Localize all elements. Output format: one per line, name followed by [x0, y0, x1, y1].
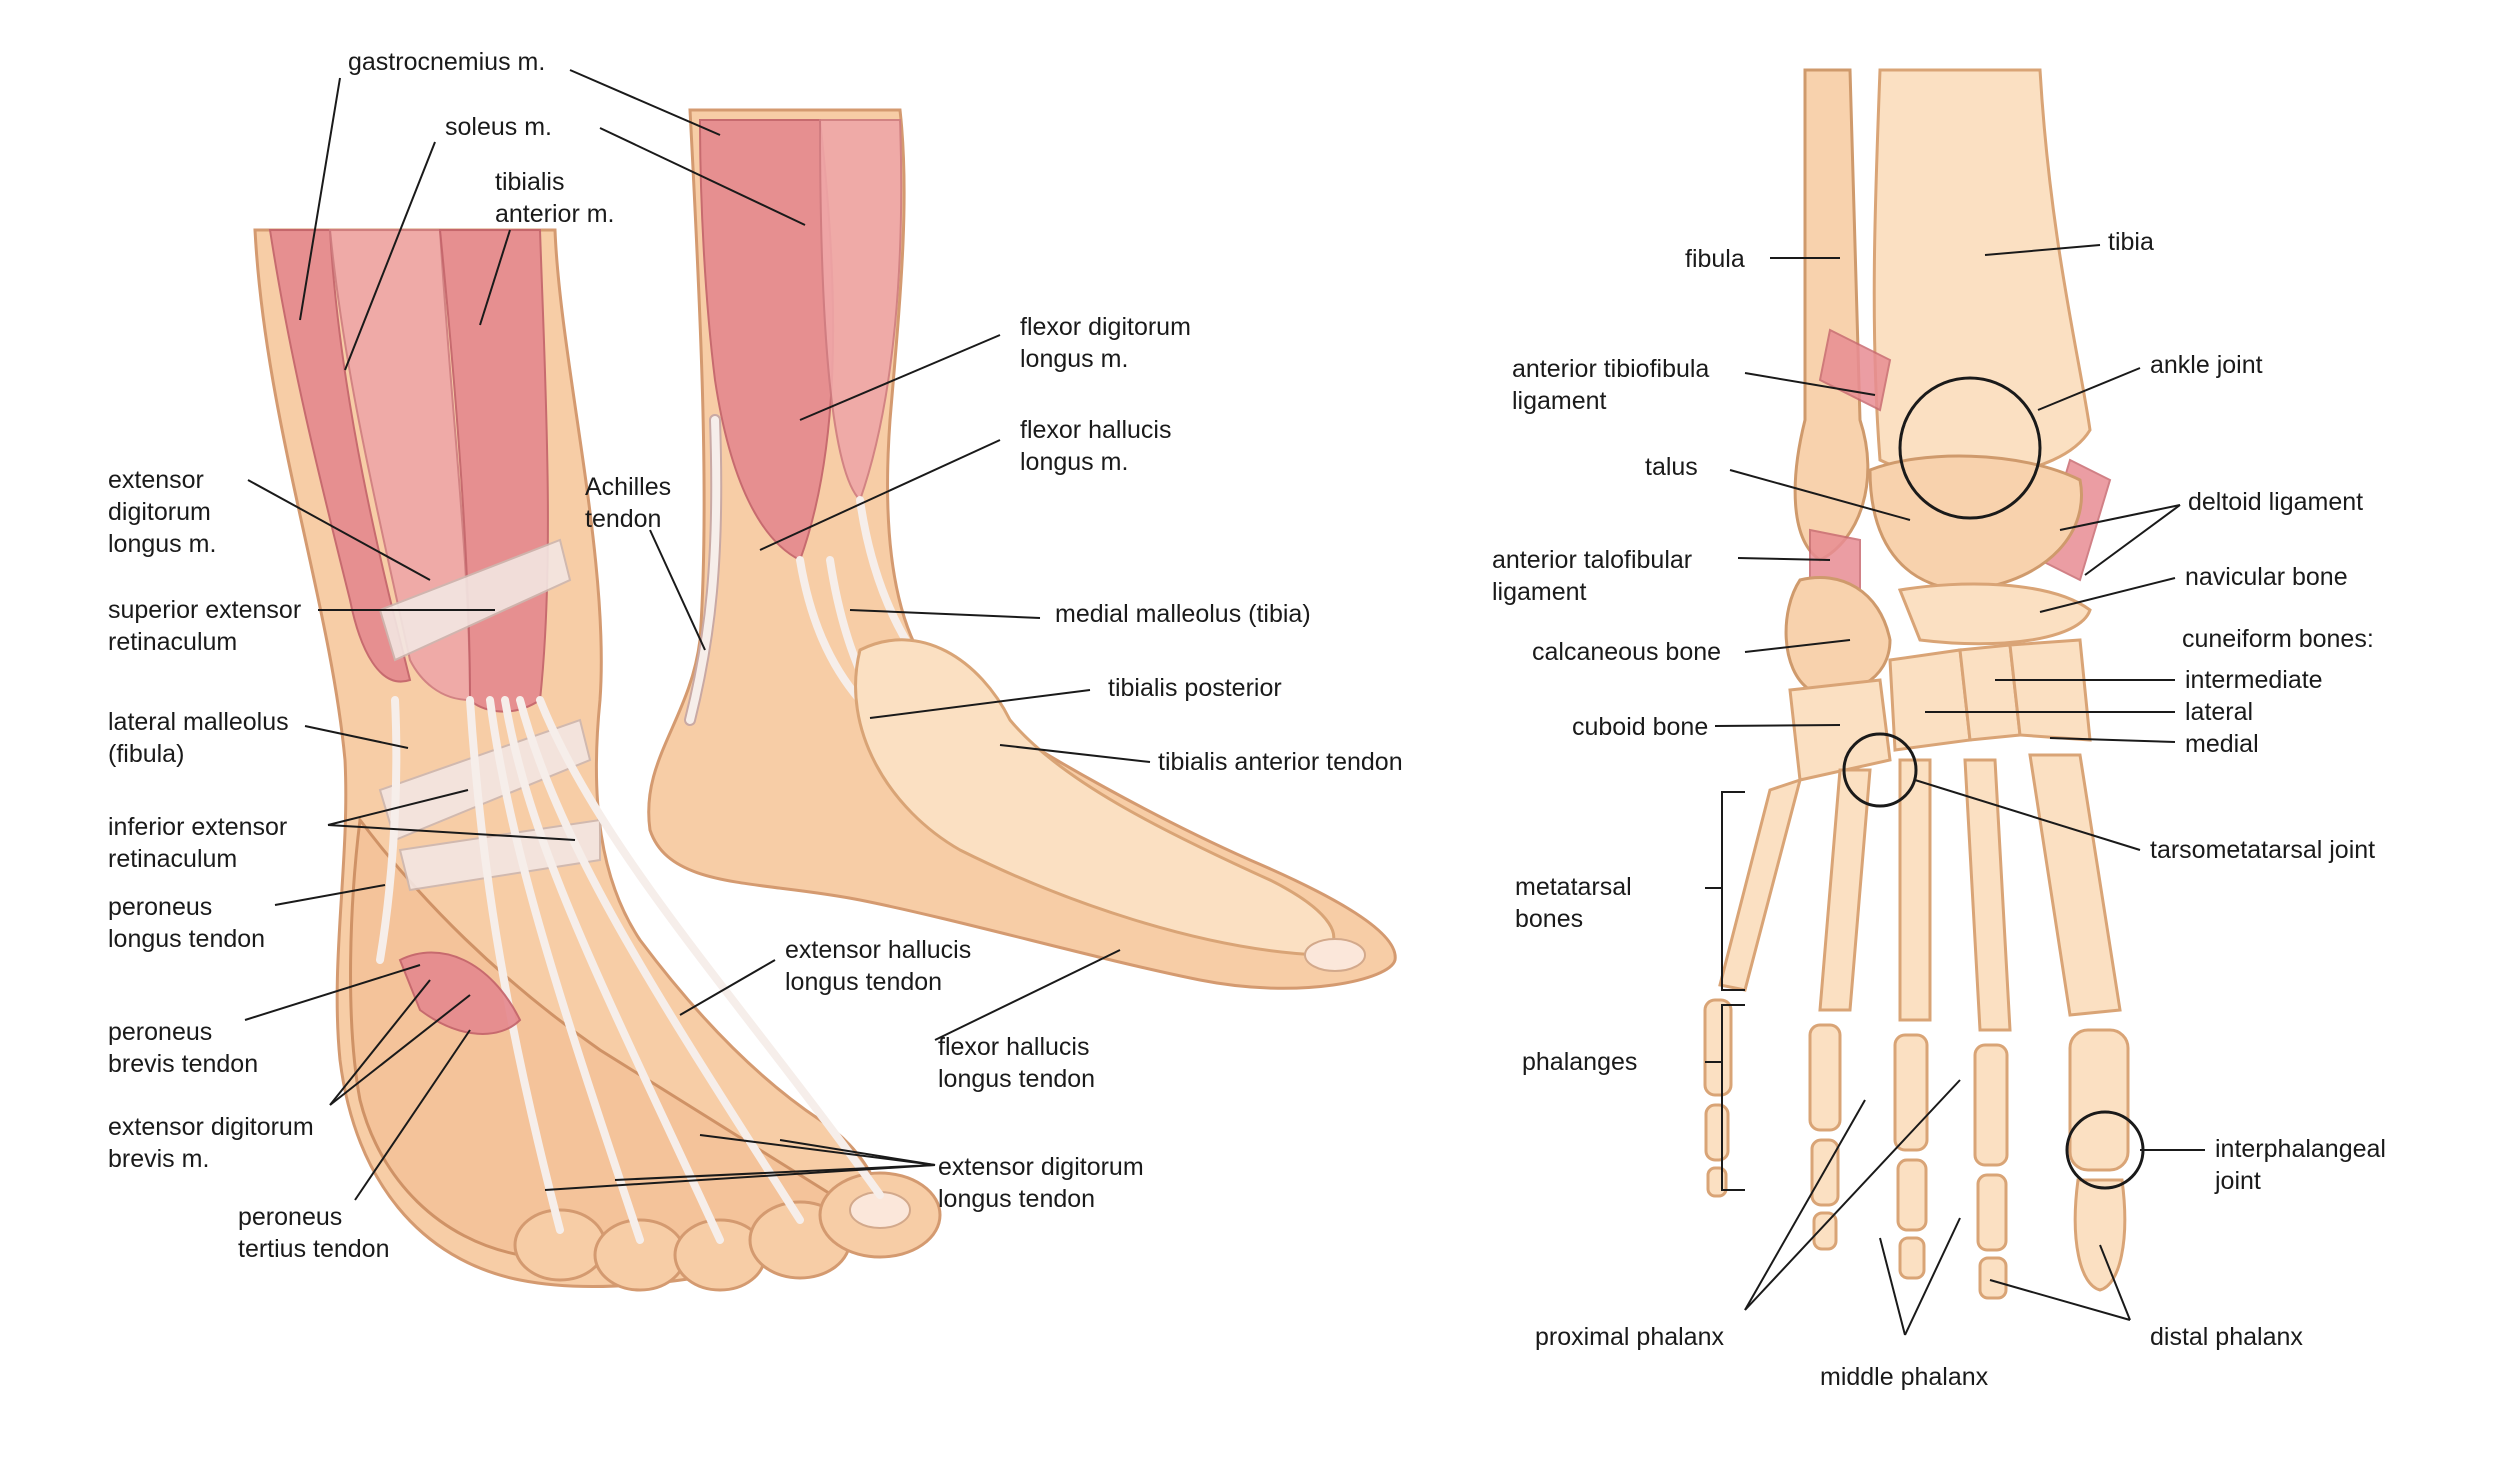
label-lateral: lateral: [2185, 698, 2253, 726]
superior-extensor-retinaculum-band: [378, 538, 572, 662]
label-tibia: tibia: [2108, 228, 2154, 256]
navicular-bone-shape: [1897, 582, 2092, 646]
proximal-phalanx-1: [2068, 1028, 2130, 1172]
metatarsal-5: [1718, 777, 1803, 992]
calcaneous-bone-shape: [1784, 576, 1892, 695]
middle-phalanx-2: [1976, 1173, 2008, 1252]
label-navicular-bone: navicular bone: [2185, 563, 2348, 591]
distal-phalanx-3: [1898, 1236, 1926, 1280]
label-cuboid-bone: cuboid bone: [1572, 713, 1708, 741]
label-fibula: fibula: [1685, 245, 1745, 273]
proximal-phalanx-3: [1893, 1033, 1929, 1152]
foot-muscles-medial-illustration: [647, 108, 1397, 990]
metatarsal-4: [1818, 768, 1872, 1012]
label-tibialis-anterior-tendon: tibialis anterior tendon: [1158, 748, 1403, 776]
label-middle-phalanx: middle phalanx: [1820, 1363, 1989, 1391]
label-cuneiform-bones: cuneiform bones:: [2182, 625, 2374, 653]
tarsometatarsal-joint-circle: [1842, 732, 1918, 808]
foot-skeleton-illustration: [1703, 68, 2145, 1300]
middle-phalanx-5: [1704, 1103, 1730, 1162]
label-ankle-joint: ankle joint: [2150, 351, 2263, 379]
label-deltoid-ligament: deltoid ligament: [2188, 488, 2363, 516]
ankle-joint-circle: [1898, 376, 2042, 520]
label-medial: medial: [2185, 730, 2259, 758]
label-medial-malleolus: medial malleolus (tibia): [1055, 600, 1311, 628]
label-talus: talus: [1645, 453, 1698, 481]
label-distal-phalanx: distal phalanx: [2150, 1323, 2303, 1351]
metatarsal-2: [1963, 758, 2012, 1032]
cuboid-bone-shape: [1788, 678, 1892, 782]
foot-muscles-front-illustration: [253, 228, 942, 1292]
proximal-phalanx-2: [1973, 1043, 2009, 1167]
fibula-bone: [1793, 68, 1870, 562]
label-soleus: soleus m.: [445, 113, 552, 141]
proximal-phalanx-5: [1703, 998, 1733, 1097]
leader-lines: [244, 69, 2205, 1336]
distal-phalanx-2: [1978, 1256, 2008, 1300]
label-proximal-phalanx: proximal phalanx: [1535, 1323, 1724, 1351]
anterior-tibiofibula-ligament-shape: [1818, 328, 1892, 412]
label-gastrocnemius: gastrocnemius m.: [348, 48, 545, 76]
distal-phalanx-4: [1812, 1211, 1838, 1251]
label-phalanges: phalanges: [1522, 1048, 1637, 1076]
middle-phalanx-3: [1896, 1158, 1928, 1232]
label-tarsometatarsal-joint: tarsometatarsal joint: [2150, 836, 2375, 864]
middle-phalanx-4: [1810, 1138, 1840, 1207]
label-lateral-malleolus: lateral malleolus(fibula): [108, 708, 289, 768]
metatarsal-1: [2028, 753, 2122, 1017]
label-calcaneous-bone: calcaneous bone: [1532, 638, 1721, 666]
cuneiform-lateral-shape: [1888, 648, 1972, 752]
cuneiform-medial-shape: [2008, 638, 2092, 742]
distal-phalanx-5: [1706, 1166, 1728, 1198]
proximal-phalanx-4: [1808, 1023, 1842, 1132]
talus-bone: [1868, 454, 2083, 592]
label-intermediate: intermediate: [2185, 666, 2323, 694]
distal-phalanx-1: [2073, 1178, 2127, 1292]
metatarsal-3: [1898, 758, 1932, 1022]
label-tibialis-posterior: tibialis posterior: [1108, 674, 1282, 702]
